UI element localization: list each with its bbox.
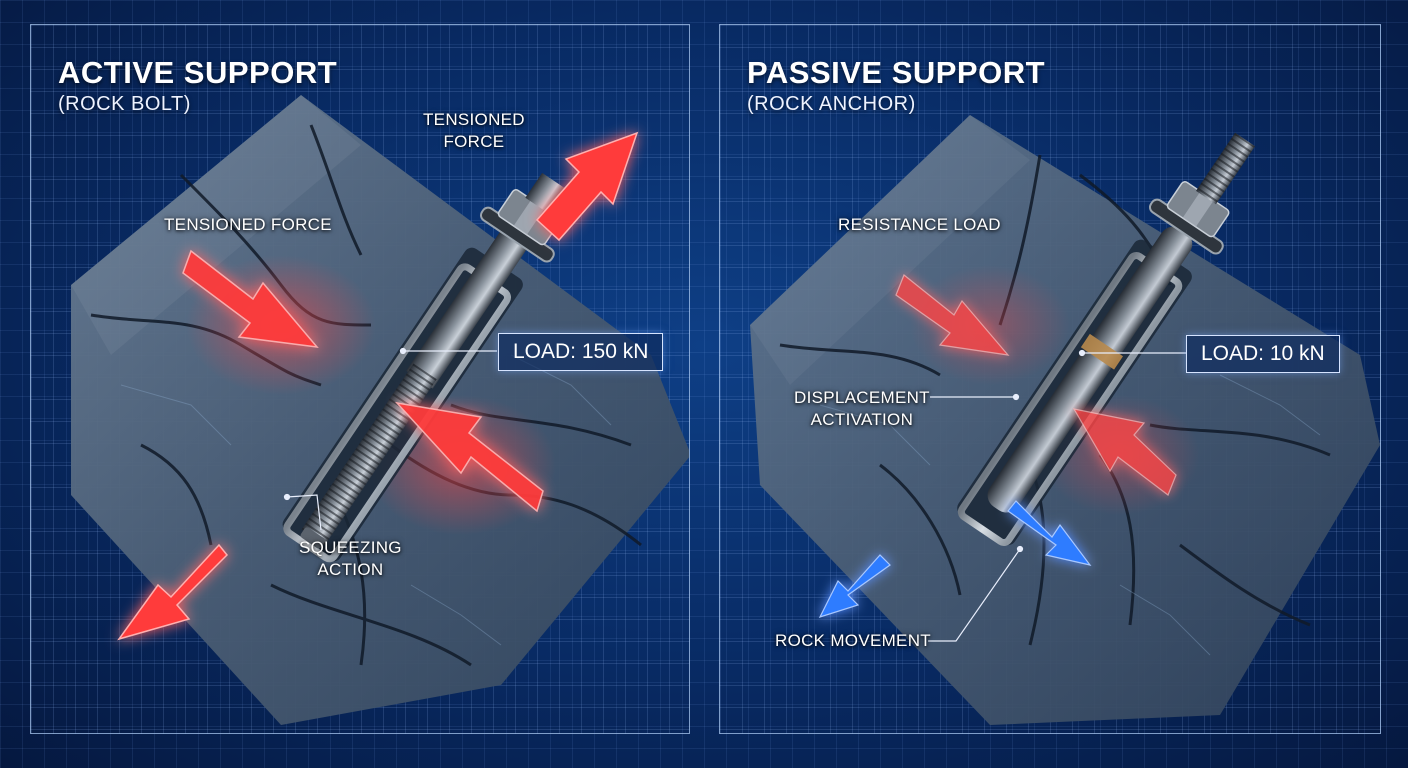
force-glow — [910, 265, 1070, 385]
rock-anchor — [957, 132, 1256, 546]
label-squeezing-action: SQUEEZING ACTION — [299, 538, 402, 579]
label-rock-movement: ROCK MOVEMENT — [775, 631, 931, 650]
active-support-panel: ACTIVE SUPPORT (ROCK BOLT) TENSIONED FOR… — [30, 24, 690, 734]
page-subtitle: (ROCK BOLT) — [58, 93, 191, 115]
rock-anchor-illustration — [750, 115, 1380, 725]
resistance-arrow-right — [1072, 408, 1177, 496]
label-displacement-activation: DISPLACEMENT ACTIVATION — [794, 388, 930, 429]
tension-arrow-down — [117, 543, 229, 641]
squeeze-arrow-left — [182, 249, 319, 348]
load-readout: LOAD: 10 kN — [1186, 335, 1340, 373]
callout-lines — [283, 347, 497, 531]
callout-lines — [928, 349, 1186, 642]
label-tensioned-force-left: TENSIONED FORCE — [164, 215, 332, 234]
page-subtitle: (ROCK ANCHOR) — [747, 93, 916, 115]
load-readout: LOAD: 150 kN — [498, 333, 664, 371]
label-tensioned-force-top: TENSIONED FORCE — [423, 110, 525, 151]
page-title: PASSIVE SUPPORT — [747, 55, 1046, 90]
tension-arrow-up — [535, 131, 639, 242]
passive-support-panel: PASSIVE SUPPORT (ROCK ANCHOR) RESISTANCE… — [719, 24, 1381, 734]
label-resistance-load: RESISTANCE LOAD — [838, 215, 1001, 234]
resistance-arrow-left — [895, 274, 1010, 356]
squeeze-arrow-right — [394, 401, 544, 513]
page-title: ACTIVE SUPPORT — [58, 55, 338, 90]
rock-bolt-illustration — [71, 95, 689, 725]
rock-movement-arrow-right — [1007, 500, 1092, 566]
rock-movement-arrow-left — [818, 554, 891, 618]
